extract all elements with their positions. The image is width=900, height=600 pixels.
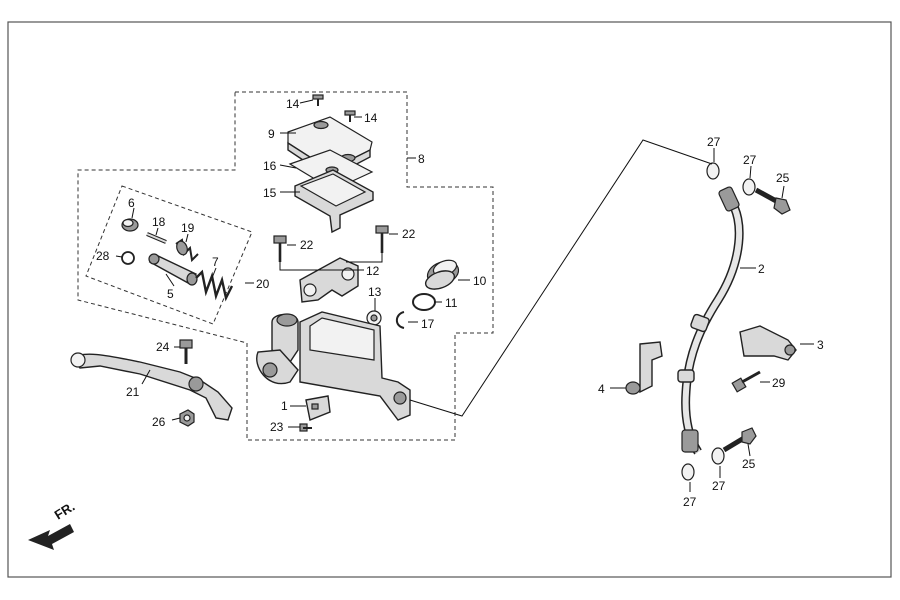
brake-hose [677,186,744,455]
label-14a: 14 [286,97,300,111]
piston-cap [121,218,139,232]
label-7: 7 [212,255,219,269]
banjo-bolt-bottom [722,427,757,453]
label-6: 6 [128,196,135,210]
bolt-22-left [273,235,287,262]
piston [148,253,198,286]
label-21: 21 [126,385,140,399]
screw-14-top [312,94,324,106]
front-direction-arrow [28,524,74,550]
label-17: 17 [421,317,435,331]
screw-23 [299,423,312,432]
screw-14-right [344,110,356,122]
label-15: 15 [263,186,277,200]
washer-27-top-b [742,178,756,196]
label-1: 1 [281,399,288,413]
label-9: 9 [268,127,275,141]
label-29: 29 [772,376,786,390]
label-24: 24 [156,340,170,354]
push-rod [146,232,167,244]
label-20: 20 [256,277,270,291]
label-19: 19 [181,221,195,235]
washer-27-bot-a [681,463,695,481]
label-18: 18 [152,215,166,229]
label-3: 3 [817,338,824,352]
label-5: 5 [167,287,174,301]
holder-clamp [299,257,359,303]
clamp-bolt [731,370,761,393]
leader-lines [115,99,814,492]
large-spring [195,269,234,302]
label-16: 16 [263,159,277,173]
label-11: 11 [445,296,458,310]
bolt-22-right [375,225,389,253]
hose-connection-line [409,139,713,417]
pivot-nut [179,409,195,427]
hose-guide [625,341,663,395]
reservoir-nut [366,310,382,326]
label-2: 2 [758,262,765,276]
label-27b: 27 [743,153,757,167]
label-27a: 27 [707,135,721,149]
kit-circlip [121,251,135,265]
o-ring [412,293,436,311]
front-direction-label: FR. [52,499,78,523]
washer-27-bot-b [711,447,725,465]
master-cylinder-body [256,311,411,421]
piston-kit-outline [85,185,253,325]
dust-boot [424,259,460,290]
label-27d: 27 [683,495,697,509]
label-22a: 22 [300,238,314,252]
label-12: 12 [366,264,380,278]
label-23: 23 [270,420,284,434]
small-spring [175,238,199,263]
washer-27-top-a [706,162,720,180]
label-27c: 27 [712,479,726,493]
diaphragm [294,169,374,234]
label-25a: 25 [776,171,790,185]
assembly-outline [77,91,494,441]
label-10: 10 [473,274,487,288]
page-frame [7,21,892,578]
stop-switch [305,395,331,421]
pivot-bolt [179,339,193,364]
label-25b: 25 [742,457,756,471]
label-22b: 22 [402,227,416,241]
label-4: 4 [598,382,605,396]
brake-lever [70,352,233,421]
label-13: 13 [368,285,382,299]
hose-clamp [739,325,797,361]
circlip [395,311,405,329]
label-28: 28 [96,249,110,263]
part-labels: 14 14 9 16 15 8 6 18 19 28 7 5 20 22 22 … [96,97,824,509]
label-14b: 14 [364,111,378,125]
banjo-bolt-top [754,187,791,215]
label-26: 26 [152,415,166,429]
label-8: 8 [418,152,425,166]
